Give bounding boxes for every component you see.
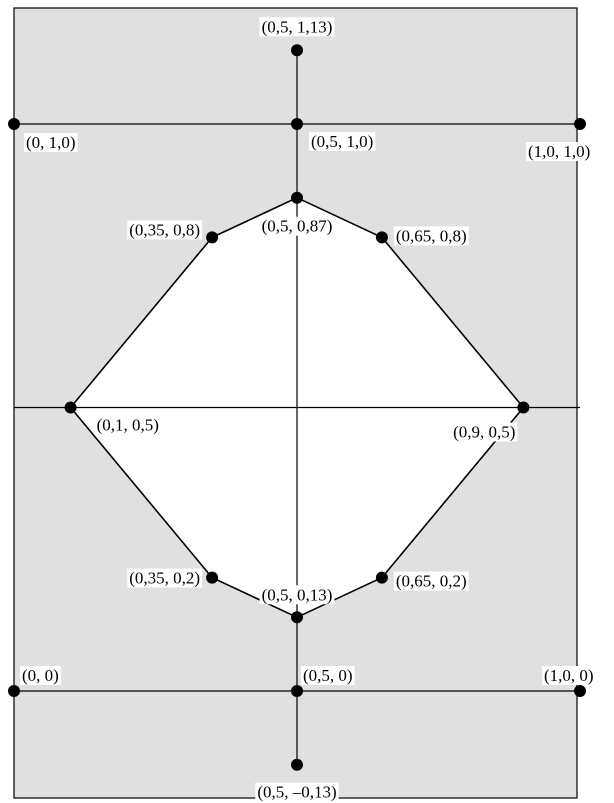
point-label: (0,65, 0,8) bbox=[396, 226, 467, 245]
point-label-background bbox=[24, 133, 78, 152]
point-label-group: (0,65, 0,2) bbox=[393, 571, 469, 591]
point-label-background bbox=[127, 568, 203, 588]
point-marker bbox=[291, 191, 303, 204]
point-label-background bbox=[526, 142, 593, 161]
point-label-background bbox=[301, 666, 355, 685]
point-label: (0,5, 0,87) bbox=[262, 217, 333, 236]
point-marker bbox=[291, 758, 303, 771]
point-label: (0,1, 0,5) bbox=[97, 416, 159, 435]
point-label-group: (0,5, 0,13) bbox=[259, 585, 335, 605]
point-label-background bbox=[309, 132, 376, 151]
point-label-group: (0,9, 0,5) bbox=[451, 422, 518, 442]
point-marker bbox=[574, 118, 586, 130]
point-label: (0,65, 0,2) bbox=[396, 572, 467, 591]
point-marker bbox=[375, 571, 388, 584]
points-layer bbox=[8, 44, 586, 771]
point-marker bbox=[206, 571, 219, 584]
point-label-background bbox=[259, 17, 335, 37]
point-label: (0,5, –0,13) bbox=[257, 783, 336, 802]
point-label: (1,0, 0) bbox=[544, 666, 594, 685]
point-label: (0,5, 0) bbox=[303, 666, 353, 685]
point-label: (0, 1,0) bbox=[26, 133, 76, 152]
point-label-background bbox=[259, 216, 335, 236]
point-label-group: (0, 1,0) bbox=[24, 133, 78, 152]
point-marker bbox=[291, 611, 303, 624]
point-label-group: (0,1, 0,5) bbox=[94, 415, 161, 435]
point-label: (0,35, 0,8) bbox=[129, 220, 200, 239]
point-label-background bbox=[393, 571, 469, 591]
point-label-group: (0,5, –0,13) bbox=[255, 782, 339, 802]
point-label-background bbox=[94, 415, 161, 435]
point-label-background bbox=[20, 666, 61, 685]
point-marker bbox=[8, 118, 20, 130]
point-marker bbox=[375, 231, 388, 244]
point-marker bbox=[8, 685, 20, 697]
point-label: (0,5, 0,13) bbox=[262, 585, 333, 604]
point-label-background bbox=[393, 226, 469, 246]
point-marker bbox=[291, 44, 303, 57]
point-label-group: (0, 0) bbox=[20, 666, 61, 685]
point-marker bbox=[574, 685, 586, 697]
point-label-group: (0,35, 0,2) bbox=[127, 568, 203, 588]
point-label-group: (0,65, 0,8) bbox=[393, 226, 469, 246]
point-marker bbox=[517, 401, 530, 414]
point-label-group: (0,35, 0,8) bbox=[127, 220, 203, 240]
point-label: (0, 0) bbox=[22, 666, 59, 685]
point-label: (0,5, 1,0) bbox=[311, 132, 373, 151]
point-label-group: (0,5, 1,13) bbox=[259, 17, 335, 37]
labels-layer: (0,5, 1,13) (0, 1,0) (0,5, 1,0) (1,0, 1,0) (… bbox=[20, 17, 596, 802]
point-label-background bbox=[255, 782, 339, 802]
point-label: (1,0, 1,0) bbox=[528, 142, 590, 161]
point-marker bbox=[206, 231, 219, 244]
point-label: (0,5, 1,13) bbox=[262, 17, 333, 36]
point-marker bbox=[291, 685, 303, 697]
point-label-background bbox=[259, 585, 335, 605]
point-label-background bbox=[451, 422, 518, 442]
point-label-background bbox=[542, 666, 596, 685]
point-label-background bbox=[127, 220, 203, 240]
point-label-group: (0,5, 0) bbox=[301, 666, 355, 685]
point-label: (0,35, 0,2) bbox=[129, 569, 200, 588]
point-marker bbox=[64, 401, 77, 414]
point-label: (0,9, 0,5) bbox=[453, 423, 515, 442]
point-marker bbox=[291, 118, 303, 130]
point-label-group: (0,5, 0,87) bbox=[259, 216, 335, 236]
point-label-group: (1,0, 0) bbox=[542, 666, 596, 685]
point-label-group: (1,0, 1,0) bbox=[526, 142, 593, 161]
point-label-group: (0,5, 1,0) bbox=[309, 132, 376, 151]
